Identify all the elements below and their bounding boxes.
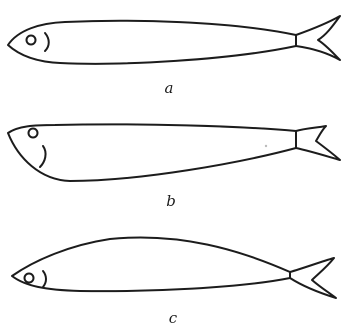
fish-c-body: [12, 237, 290, 291]
fish-a-body: [8, 21, 296, 64]
fish-b-mark: [265, 145, 267, 147]
fish-c-gill: [43, 271, 46, 287]
fish-a: [8, 16, 340, 64]
label-b: b: [166, 192, 176, 210]
label-a: a: [165, 79, 174, 97]
fish-c-tail: [290, 258, 336, 298]
fish-b-tail: [296, 126, 340, 160]
fish-a-gill: [45, 33, 49, 51]
fish-b-body: [8, 124, 296, 181]
fish-b-gill: [40, 146, 46, 167]
fish-b: [8, 124, 340, 181]
label-c: c: [169, 309, 178, 327]
fish-c-eye: [25, 274, 34, 283]
fish-a-tail: [296, 16, 340, 60]
fish-a-eye: [27, 36, 36, 45]
fish-b-eye: [29, 129, 38, 138]
fish-c: [12, 237, 336, 298]
